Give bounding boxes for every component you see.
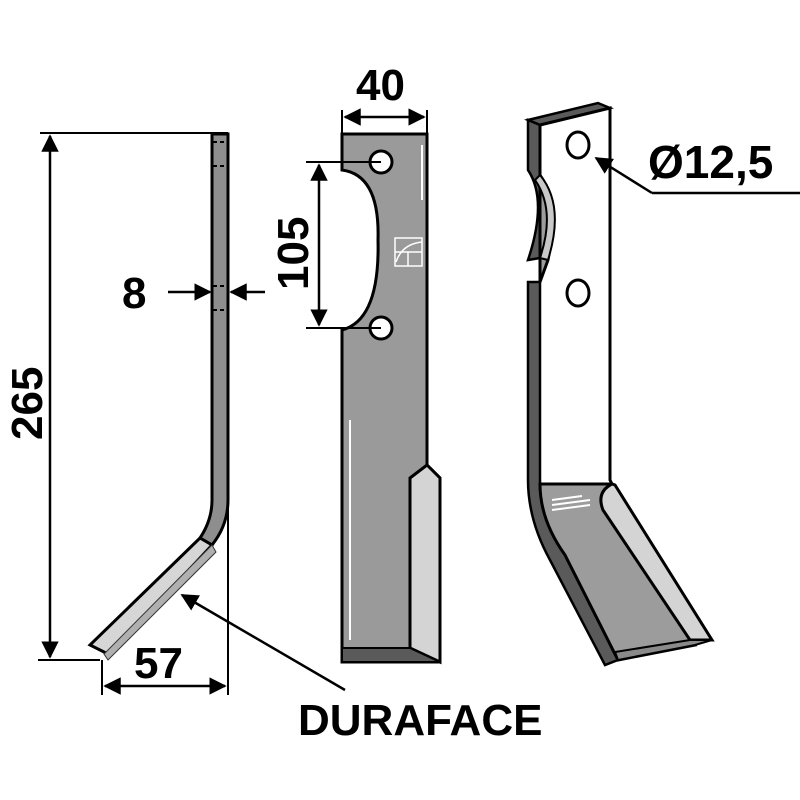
thickness-dimension-label: 8 [122, 269, 146, 318]
perspective-view: Ø12,5 [523, 101, 800, 667]
hole-diameter-leader [594, 156, 653, 195]
perspective-lower-hole [565, 278, 591, 308]
front-view: 40 105 [269, 61, 442, 665]
duraface-leader [180, 593, 346, 692]
duraface-label: DURAFACE [298, 696, 542, 745]
side-duraface-section [87, 536, 215, 657]
perspective-upper-hole [565, 130, 591, 160]
manufacturer-logo-icon [394, 237, 423, 267]
perspective-logo-icon [577, 217, 606, 256]
height-dimension-label: 265 [3, 367, 52, 440]
offset-dimension-label: 57 [134, 639, 183, 688]
front-duraface-strip [408, 463, 442, 665]
hole-spacing-dimension-label: 105 [269, 217, 318, 290]
side-view: 265 8 57 [3, 132, 346, 695]
hole-hidden-lines [213, 141, 227, 311]
width-dimension-label: 40 [356, 61, 405, 110]
hole-diameter-label: Ø12,5 [648, 136, 773, 188]
side-blade-body [197, 132, 230, 547]
